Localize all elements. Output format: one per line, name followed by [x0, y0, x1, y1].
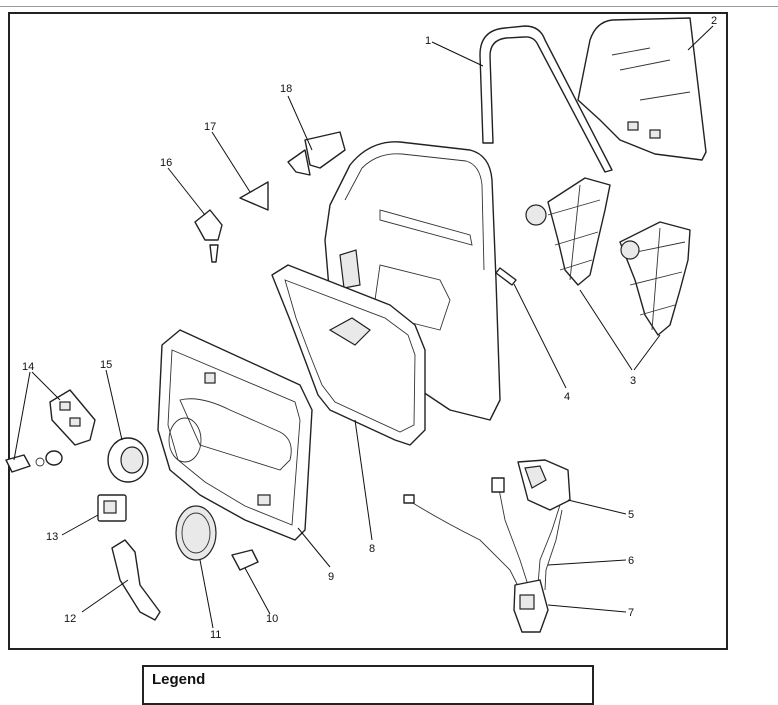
leader-12	[81, 579, 129, 613]
part-13-switch	[97, 494, 127, 522]
part-4-seal-strip	[495, 267, 517, 286]
leader-4	[513, 283, 567, 389]
callout-2: 2	[711, 15, 717, 27]
part-3-window-regulators	[525, 177, 691, 336]
leader-3a	[579, 289, 633, 371]
callout-17: 17	[204, 121, 216, 133]
part-11-speaker-grille	[175, 505, 217, 561]
callout-15: 15	[100, 359, 112, 371]
callout-4: 4	[564, 391, 570, 403]
callout-3: 3	[630, 375, 636, 387]
callout-16: 16	[160, 157, 172, 169]
callout-18: 18	[280, 83, 292, 95]
callout-labels: 1 2 3 4 5 6 7 8 9 10 11 12 13 14 15 16 1…	[22, 15, 717, 641]
part-15-speaker	[107, 437, 149, 483]
part-18-mirror	[287, 131, 346, 176]
part-12-bracket	[111, 539, 161, 621]
part-10-cover	[231, 549, 259, 571]
callout-8: 8	[369, 543, 375, 555]
leader-16	[167, 167, 206, 216]
leader-7	[547, 604, 627, 613]
leader-15	[105, 369, 123, 441]
leader-lines	[13, 25, 714, 629]
top-separator	[0, 6, 778, 7]
callout-11: 11	[210, 629, 221, 641]
leader-11	[199, 559, 214, 629]
leader-14b	[31, 371, 61, 401]
part-1-window-channel	[479, 25, 613, 173]
leader-2	[687, 25, 714, 51]
leader-10	[244, 567, 271, 615]
callout-6: 6	[628, 555, 634, 567]
part-8-water-deflector	[271, 264, 426, 446]
callout-13: 13	[46, 531, 58, 543]
part-16-tweeter	[194, 209, 223, 263]
leader-5	[567, 499, 627, 515]
callout-5: 5	[628, 509, 634, 521]
callout-9: 9	[328, 571, 334, 583]
callout-7: 7	[628, 607, 634, 619]
part-14-switch-assembly	[5, 389, 96, 473]
callout-12: 12	[64, 613, 76, 625]
leader-8	[354, 419, 373, 541]
leader-18	[287, 95, 313, 151]
callout-14: 14	[22, 361, 34, 373]
exploded-door-diagram: 1 2 3 4 5 6 7 8 9 10 11 12 13 14 15 16 1…	[5, 15, 717, 641]
callout-10: 10	[266, 613, 278, 625]
leader-17	[211, 131, 251, 193]
leader-1	[431, 41, 484, 67]
legend-box: Legend	[142, 665, 594, 705]
leader-3b	[633, 334, 661, 371]
leader-14a	[13, 371, 31, 461]
leader-9	[297, 527, 331, 568]
part-2-window-glass	[577, 17, 707, 161]
parts-5-6-7-latch-assembly	[403, 459, 571, 633]
leader-6	[547, 559, 627, 566]
part-9-trim-panel	[157, 329, 313, 541]
part-17-corner-cover	[239, 181, 269, 211]
callout-1: 1	[425, 35, 431, 47]
leader-13	[61, 514, 99, 536]
door-shell	[324, 141, 501, 421]
